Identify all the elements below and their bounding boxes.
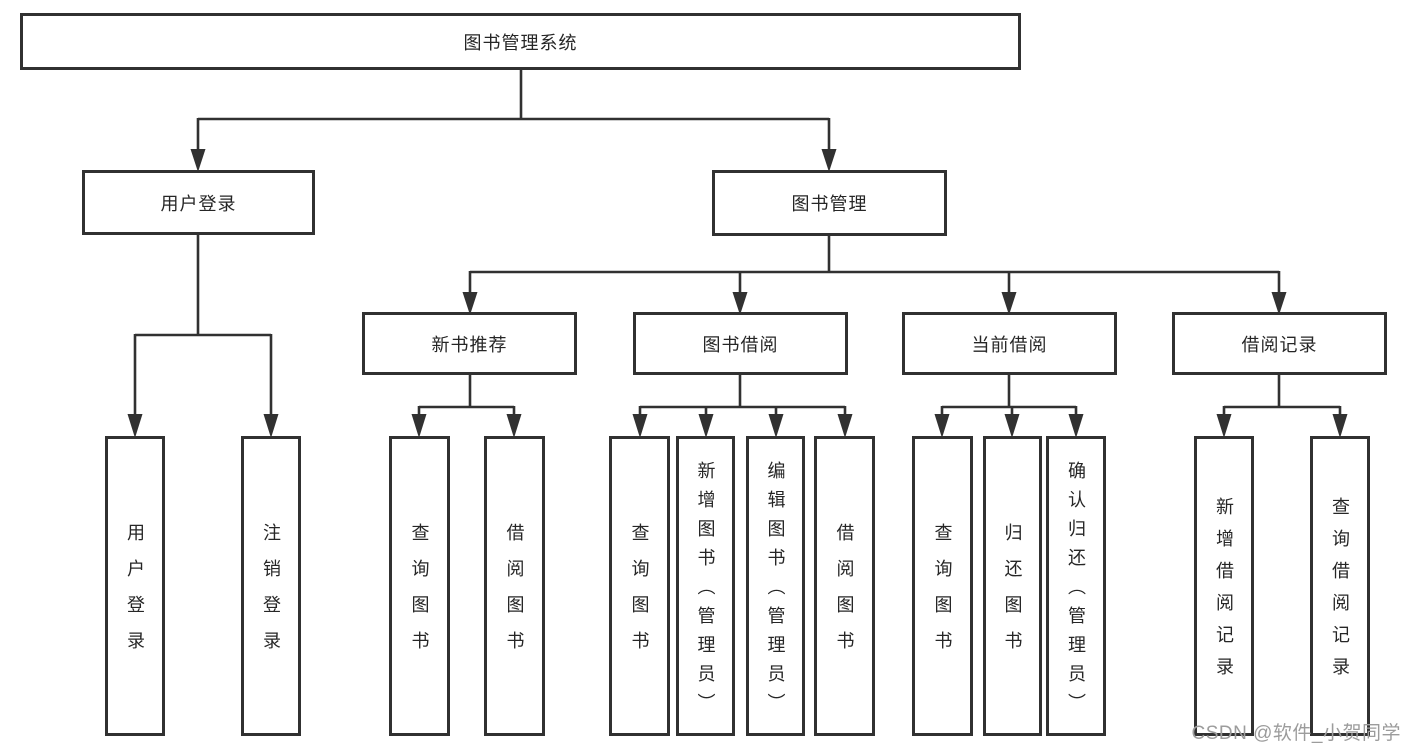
leaf-br-query-record: 查询借阅记录 [1310,436,1370,736]
leaf-bb-borrow-book-label: 借阅图书 [834,523,855,667]
node-current-borrowing: 当前借阅 [902,312,1117,375]
leaf-br-query-record-label: 查询借阅记录 [1330,497,1350,689]
leaf-rec-borrow-book: 借阅图书 [484,436,545,736]
leaf-logout-label: 注销登录 [261,523,281,667]
leaf-cb-return-book: 归还图书 [983,436,1042,736]
leaf-cb-return-book-label: 归还图书 [1002,523,1023,667]
leaf-cb-query-book: 查询图书 [912,436,973,736]
leaf-bb-add-book-admin: 新增图书（管理员） [676,436,735,736]
node-borrowing-records: 借阅记录 [1172,312,1387,375]
leaf-user-login-label: 用户登录 [125,523,145,667]
node-book-borrowing: 图书借阅 [633,312,848,375]
node-library-management-system: 图书管理系统 [20,13,1021,70]
leaf-bb-add-book-admin-label: 新增图书（管理员） [695,461,716,722]
leaf-rec-borrow-book-label: 借阅图书 [504,523,525,667]
leaf-br-add-record: 新增借阅记录 [1194,436,1254,736]
leaf-br-add-record-label: 新增借阅记录 [1214,497,1234,689]
leaf-rec-query-book: 查询图书 [389,436,450,736]
leaf-cb-confirm-return-admin: 确认归还（管理员） [1046,436,1106,736]
leaf-rec-query-book-label: 查询图书 [409,523,430,667]
node-new-book-recommendation: 新书推荐 [362,312,577,375]
node-user-login: 用户登录 [82,170,315,235]
leaf-cb-confirm-return-admin-label: 确认归还（管理员） [1066,461,1086,722]
leaf-user-login: 用户登录 [105,436,165,736]
leaf-bb-edit-book-admin: 编辑图书（管理员） [746,436,805,736]
arrowheads [127,149,1348,438]
leaf-bb-edit-book-admin-label: 编辑图书（管理员） [765,461,786,722]
node-book-management: 图书管理 [712,170,947,236]
leaf-bb-borrow-book: 借阅图书 [814,436,875,736]
leaf-bb-query-book: 查询图书 [609,436,670,736]
leaf-bb-query-book-label: 查询图书 [629,523,650,667]
connector-lines [133,69,1342,415]
leaf-logout: 注销登录 [241,436,301,736]
leaf-cb-query-book-label: 查询图书 [932,523,953,667]
